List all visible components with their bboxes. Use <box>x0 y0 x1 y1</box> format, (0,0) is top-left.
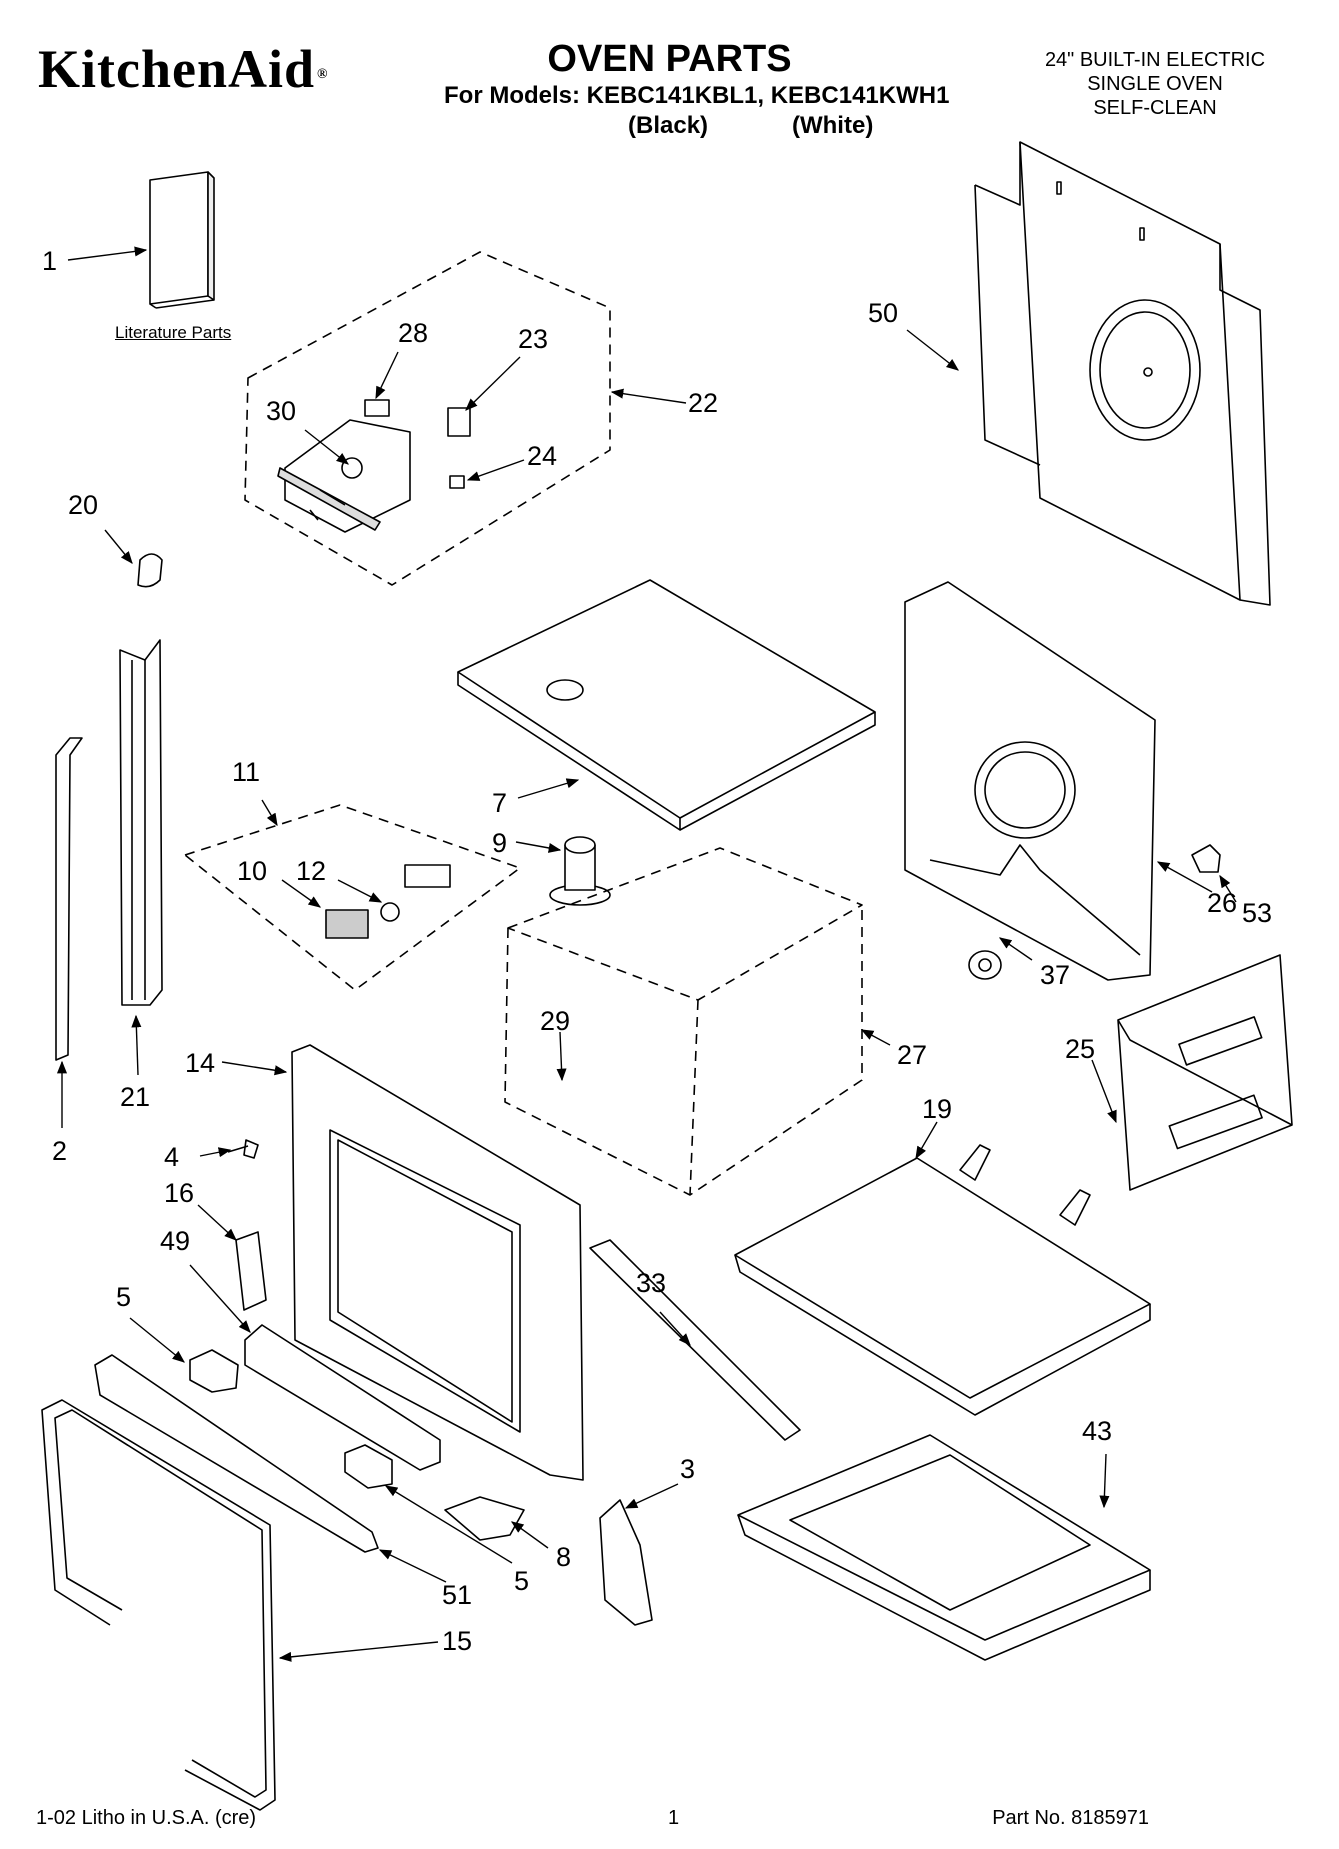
callout-5-lower: 5 <box>514 1566 529 1596</box>
callout-15: 15 <box>442 1626 472 1656</box>
part-25-rear-cover <box>1117 954 1293 1191</box>
callout-29: 29 <box>540 1006 570 1036</box>
callout-10: 10 <box>237 856 267 886</box>
part-21-side-channel <box>119 639 163 1006</box>
part-49-bracket <box>244 1324 441 1471</box>
callout-16: 16 <box>164 1178 194 1208</box>
part-15-door-gasket <box>41 1399 276 1811</box>
brand-logo: KitchenAid® <box>38 42 329 96</box>
footer-page-number: 1 <box>668 1807 680 1829</box>
description-line-1: 24" BUILT-IN ELECTRIC <box>1044 49 1266 71</box>
part-3-hinge-bracket <box>599 1499 653 1626</box>
part-22-control-assembly <box>244 251 611 586</box>
part-8-bracket <box>444 1496 525 1541</box>
callout-26: 26 <box>1207 888 1237 918</box>
leader-arrows <box>56 246 1237 1662</box>
description-line-3: SELF-CLEAN <box>1093 97 1217 119</box>
callout-25: 25 <box>1065 1034 1095 1064</box>
part-20-tab <box>137 553 163 588</box>
models-line: For Models: KEBC141KBL1, KEBC141KWH1 <box>444 82 950 109</box>
callout-30: 30 <box>266 396 296 426</box>
brand-name: KitchenAid <box>38 39 316 99</box>
part-51-vent-trim <box>94 1354 379 1553</box>
callout-22: 22 <box>688 388 718 418</box>
callout-49: 49 <box>160 1226 190 1256</box>
callout-numbers: 1 28 23 22 30 24 50 20 11 12 10 7 9 53 2… <box>42 246 1272 1656</box>
part-5-spacer-left <box>189 1349 239 1393</box>
callout-14: 14 <box>185 1048 215 1078</box>
model-color-white: (White) <box>792 112 874 139</box>
part-37-thermal-limiter <box>968 950 1002 980</box>
callout-23: 23 <box>518 324 548 354</box>
model-color-black: (Black) <box>628 112 709 139</box>
part-1-literature-booklet <box>149 171 215 309</box>
callout-11: 11 <box>232 757 260 787</box>
part-14-front-frame <box>291 1044 584 1481</box>
callout-21: 21 <box>120 1082 150 1112</box>
callout-7: 7 <box>492 788 507 818</box>
callout-4: 4 <box>164 1142 179 1172</box>
callout-1: 1 <box>42 246 57 276</box>
callout-9: 9 <box>492 828 507 858</box>
part-5-spacer-right <box>344 1444 393 1489</box>
callout-50: 50 <box>868 298 898 328</box>
callout-37: 37 <box>1040 960 1070 990</box>
part-26-rear-frame <box>904 581 1156 981</box>
callout-33: 33 <box>636 1268 666 1298</box>
callout-12: 12 <box>296 856 326 886</box>
part-43-drawer-pan <box>737 1434 1151 1661</box>
part-16-bracket <box>235 1231 267 1311</box>
callout-2: 2 <box>52 1136 67 1166</box>
brand-registered-mark: ® <box>317 66 329 82</box>
callout-27: 27 <box>897 1040 927 1070</box>
part-2-trim-strip <box>55 737 83 1061</box>
part-11-light-assembly <box>184 804 521 991</box>
part-19-bottom-panel <box>734 1144 1151 1416</box>
callout-3: 3 <box>680 1454 695 1484</box>
callout-53: 53 <box>1242 898 1272 928</box>
callout-5: 5 <box>116 1282 131 1312</box>
literature-parts-label: Literature Parts <box>115 323 232 342</box>
callout-28: 28 <box>398 318 428 348</box>
part-53-clip <box>1191 844 1221 873</box>
part-7-top-shield <box>457 579 876 831</box>
part-50-rear-panel <box>974 141 1271 606</box>
callout-19: 19 <box>922 1094 952 1124</box>
part-4-screw <box>227 1139 259 1159</box>
callout-43: 43 <box>1082 1416 1112 1446</box>
part-33-trim <box>589 1239 801 1441</box>
part-9-fan <box>549 836 611 906</box>
appliance-description: 24" BUILT-IN ELECTRIC SINGLE OVEN SELF-C… <box>1015 48 1295 120</box>
callout-24: 24 <box>527 441 557 471</box>
footer-part-number: Part No. 8185971 <box>992 1807 1149 1829</box>
callout-20: 20 <box>68 490 98 520</box>
footer-litho: 1-02 Litho in U.S.A. (cre) <box>36 1807 257 1829</box>
page-title: OVEN PARTS <box>547 38 792 80</box>
part-27-oven-cavity <box>504 847 863 1196</box>
callout-8: 8 <box>556 1542 571 1572</box>
description-line-2: SINGLE OVEN <box>1087 73 1223 95</box>
callout-51: 51 <box>442 1580 472 1610</box>
